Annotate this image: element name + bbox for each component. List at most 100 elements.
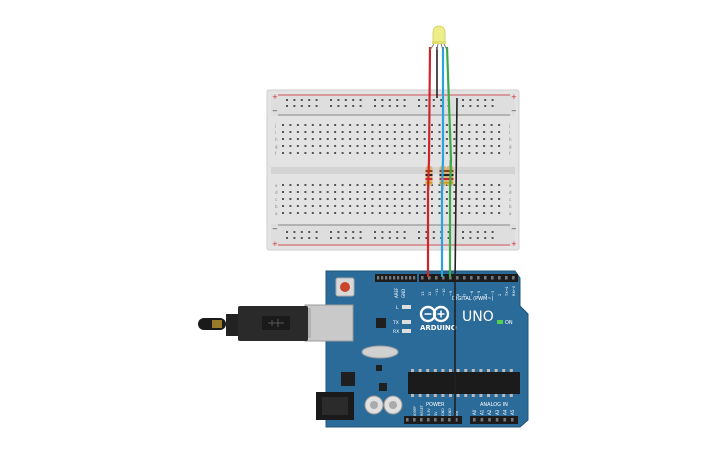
header-socket[interactable] xyxy=(405,276,408,280)
header-socket[interactable] xyxy=(435,276,438,280)
power-pin-label: 3.3V xyxy=(427,408,431,416)
digital-pin-label: ~6 xyxy=(470,290,474,296)
row-letter-right: j xyxy=(508,123,510,128)
rx-label: RX xyxy=(393,329,399,335)
header-socket[interactable] xyxy=(385,276,388,280)
analog-pin-label: A2 xyxy=(487,409,492,415)
header-socket[interactable] xyxy=(413,276,416,280)
atmega-chip xyxy=(408,372,520,394)
header-socket[interactable] xyxy=(470,276,473,280)
row-letter-left: f xyxy=(275,151,277,156)
analog-pin-label: A1 xyxy=(480,409,485,415)
crystal-oscillator xyxy=(361,345,399,359)
header-socket[interactable] xyxy=(477,276,480,280)
header-socket[interactable] xyxy=(381,276,384,280)
header-socket[interactable] xyxy=(428,276,431,280)
row-letter-right: b xyxy=(509,204,512,209)
header-socket[interactable] xyxy=(421,276,424,280)
header-socket[interactable] xyxy=(480,418,484,422)
header-socket[interactable] xyxy=(512,276,515,280)
header-socket[interactable] xyxy=(377,276,380,280)
header-socket[interactable] xyxy=(409,276,412,280)
digital-pin-label: RX←0 xyxy=(512,285,516,296)
analog-header[interactable] xyxy=(470,416,518,424)
breadboard-holes[interactable] xyxy=(282,99,501,239)
power-pin-label: RESET xyxy=(420,404,424,416)
header-socket[interactable] xyxy=(427,418,430,422)
row-letter-left: h xyxy=(275,137,278,142)
digital-pin-label: 12 xyxy=(428,291,432,296)
header-socket[interactable] xyxy=(511,418,514,422)
digital-header-right[interactable] xyxy=(419,274,518,282)
header-socket[interactable] xyxy=(449,276,452,280)
header-socket[interactable] xyxy=(413,418,416,422)
usb-port[interactable] xyxy=(304,304,354,342)
digital-pin-label: ~11 xyxy=(435,288,439,296)
power-pin-label: Vin xyxy=(455,411,459,416)
rail-minus-top-left: − xyxy=(272,107,278,115)
voltage-regulator xyxy=(341,372,355,386)
row-letter-left: d xyxy=(275,190,278,195)
header-socket[interactable] xyxy=(473,418,476,422)
header-socket[interactable] xyxy=(491,276,494,280)
digital-pin-label: ~10 xyxy=(442,288,446,296)
header-socket[interactable] xyxy=(463,276,466,280)
digital-pin-label: 7 xyxy=(463,294,467,296)
wire-blue[interactable] xyxy=(440,47,445,277)
header-socket[interactable] xyxy=(389,276,392,280)
digital-header-left[interactable] xyxy=(375,274,417,282)
header-socket[interactable] xyxy=(495,418,499,422)
header-socket[interactable] xyxy=(498,276,501,280)
header-socket[interactable] xyxy=(448,418,451,422)
header-socket[interactable] xyxy=(488,418,491,422)
header-socket[interactable] xyxy=(406,418,409,422)
power-section-label: POWER xyxy=(426,402,445,408)
arduino-logo xyxy=(419,305,450,323)
rail-minus-bottom-left: − xyxy=(272,225,278,233)
header-socket[interactable] xyxy=(505,276,508,280)
usb-cable[interactable] xyxy=(198,306,308,341)
wire-black[interactable] xyxy=(454,97,458,422)
analog-pin-label: A0 xyxy=(472,409,477,415)
row-letter-right: g xyxy=(509,144,512,149)
analog-pin-label: A4 xyxy=(502,409,507,415)
digital-pin-label: TX→1 xyxy=(505,286,509,297)
wires[interactable] xyxy=(426,46,458,422)
l-label: L xyxy=(396,305,399,311)
row-letter-right: c xyxy=(509,197,511,202)
header-socket[interactable] xyxy=(456,276,459,280)
reset-button-cap[interactable] xyxy=(340,282,350,292)
header-socket[interactable] xyxy=(442,276,445,280)
header-socket[interactable] xyxy=(484,276,487,280)
header-socket[interactable] xyxy=(441,418,444,422)
chip-pins xyxy=(411,369,513,397)
wire-green[interactable] xyxy=(445,46,453,277)
header-socket[interactable] xyxy=(434,418,437,422)
model-text: UNO xyxy=(462,309,494,325)
header-socket[interactable] xyxy=(401,276,404,280)
row-letter-right: d xyxy=(509,190,512,195)
power-pin-label: 5V xyxy=(434,411,438,416)
on-led xyxy=(497,320,503,324)
on-label: ON xyxy=(505,320,513,326)
row-letter-right: h xyxy=(509,137,512,142)
header-socket[interactable] xyxy=(503,418,506,422)
header-socket[interactable] xyxy=(420,418,423,422)
rail-minus-bottom-right: − xyxy=(511,225,517,233)
rail-plus-top-right: + xyxy=(511,93,517,101)
row-letter-left: j xyxy=(274,123,276,128)
header-socket[interactable] xyxy=(455,418,458,422)
digital-pin-label: ~9 xyxy=(449,290,453,296)
digital-pin-label: 2 xyxy=(498,294,502,296)
header-socket[interactable] xyxy=(393,276,396,280)
row-letter-left: a xyxy=(275,211,278,216)
power-pin-label: IOREF xyxy=(413,406,417,416)
power-header[interactable] xyxy=(404,416,462,424)
rgb-led[interactable] xyxy=(429,25,448,51)
rail-plus-bottom-right: + xyxy=(511,240,517,248)
header-socket[interactable] xyxy=(397,276,400,280)
rail-plus-bottom-left: + xyxy=(272,240,278,248)
wire-red[interactable] xyxy=(426,46,432,277)
